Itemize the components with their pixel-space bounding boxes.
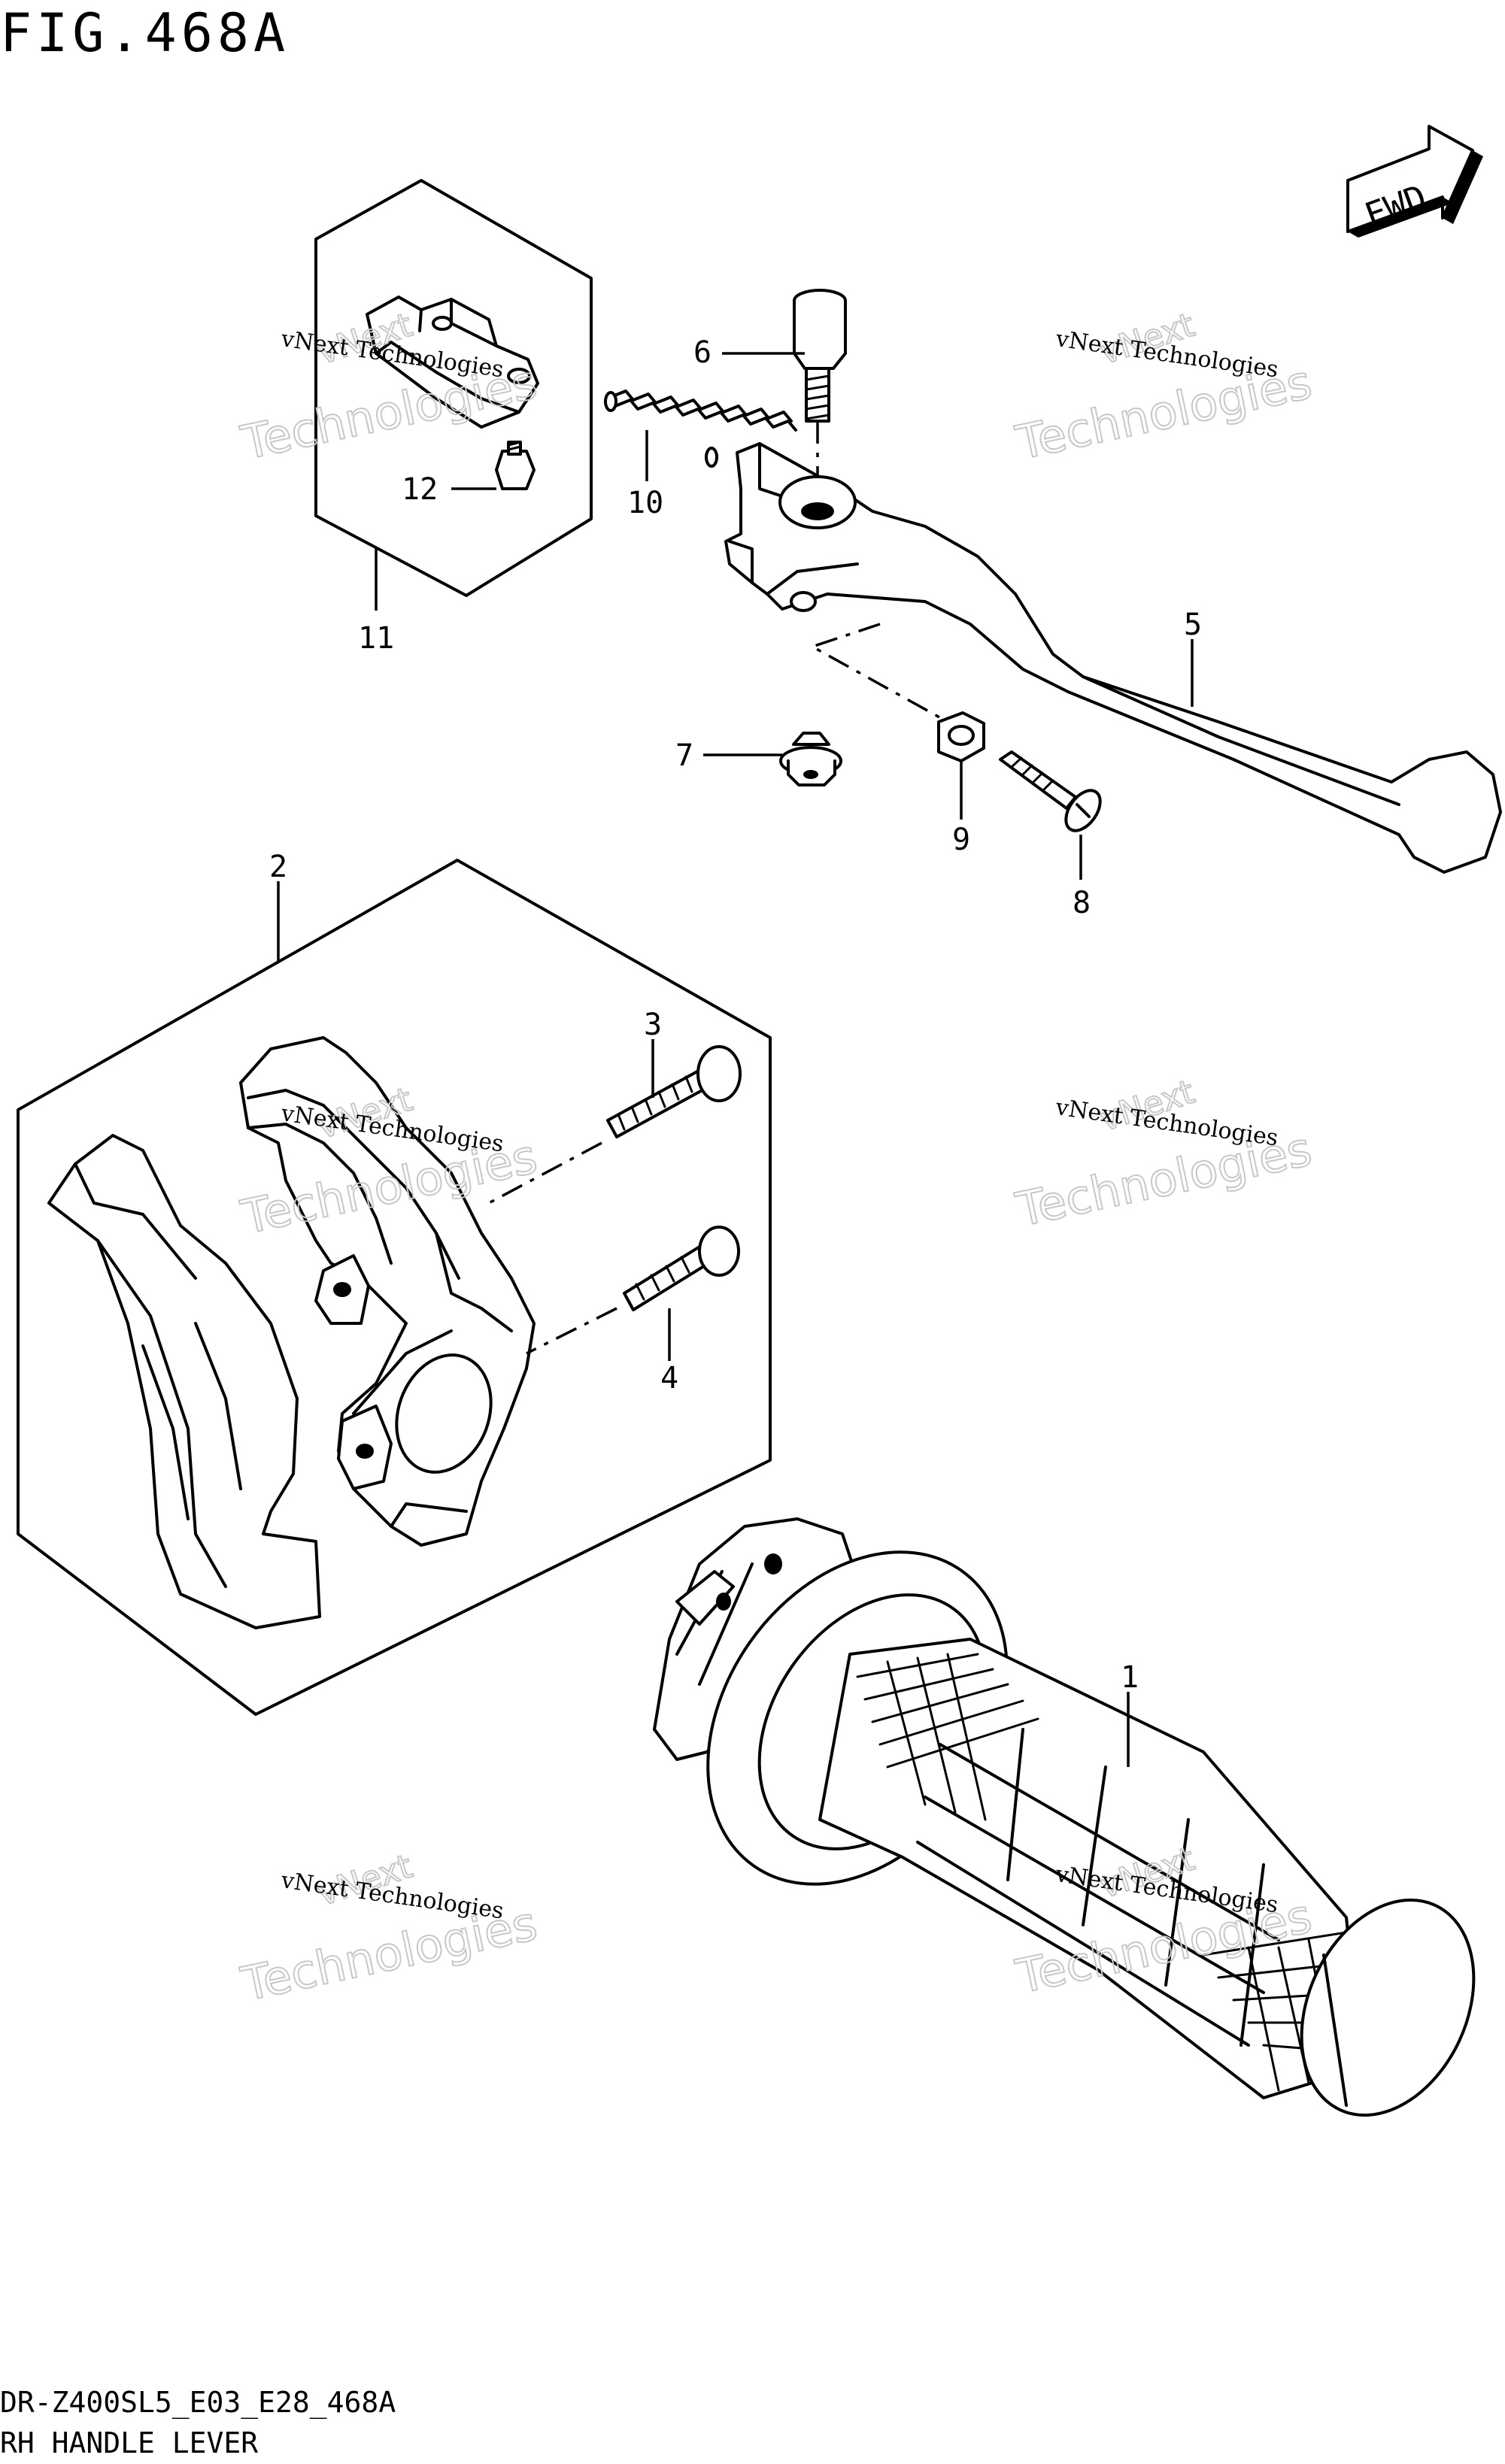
lever-bolt — [999, 750, 1102, 832]
watermark-mid-right: vNext Technologies vNext Technologies — [1010, 1072, 1317, 1238]
callout-8: 8 — [1073, 886, 1091, 920]
watermark-top-left: vNext Technologies vNext Technologies — [235, 305, 542, 471]
pivot-bolt — [793, 289, 847, 423]
watermark-top-right: vNext Technologies vNext Technologies — [1010, 305, 1317, 471]
callout-12: 12 — [402, 472, 438, 507]
diagram-caption: RH HANDLE LEVER — [0, 2426, 258, 2459]
figure-title: FIG.468A — [0, 2, 290, 64]
spring-part — [604, 389, 797, 468]
cap-nut — [779, 732, 842, 786]
callout-2: 2 — [269, 850, 287, 884]
callout-5: 5 — [1184, 608, 1202, 642]
throttle-grip — [653, 1517, 1476, 2117]
switch-kit-group — [314, 179, 593, 597]
callout-7: 7 — [675, 738, 693, 773]
callout-3: 3 — [644, 1008, 662, 1042]
watermark-bottom-left: vNext Technologies vNext Technologies — [235, 1847, 542, 2013]
callout-labels: 1 2 3 4 5 6 7 8 9 10 11 12 — [269, 335, 1202, 1695]
switch-box-group — [17, 859, 772, 1716]
lever-nut — [937, 711, 985, 762]
callout-9: 9 — [952, 823, 970, 857]
model-code: DR-Z400SL5_E03_E28_468A — [0, 2386, 396, 2420]
callout-10: 10 — [627, 486, 663, 520]
callout-4: 4 — [660, 1361, 678, 1396]
brake-lever — [724, 442, 1502, 874]
callout-6: 6 — [693, 335, 712, 370]
callout-11: 11 — [358, 621, 394, 656]
callout-1: 1 — [1121, 1660, 1139, 1695]
fwd-direction-badge: FWD — [1346, 125, 1483, 238]
